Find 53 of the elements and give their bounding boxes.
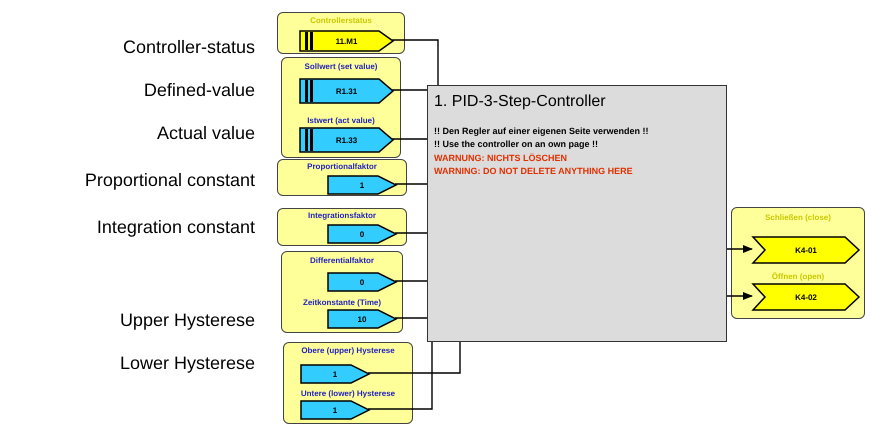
- connector: [395, 280, 427, 282]
- signal-panel: [277, 208, 407, 246]
- block-title: 1. PID-3-Step-Controller: [434, 93, 606, 111]
- connector: [392, 138, 427, 140]
- input-tag: 0: [328, 225, 396, 243]
- input-tag: 1: [301, 401, 369, 419]
- signal-heading: Proportionalfaktor: [306, 162, 378, 172]
- signal-heading: Integrationsfaktor: [306, 211, 377, 221]
- connector: [395, 317, 427, 319]
- connector: [727, 292, 753, 300]
- input-tag: 10: [328, 310, 396, 328]
- signal-heading: Differentialfaktor: [308, 256, 375, 266]
- connector: [392, 89, 427, 91]
- signal-heading: Öffnen (open): [770, 272, 826, 282]
- signal-panel: [731, 207, 865, 319]
- controller-block: [427, 85, 727, 342]
- signal-label: Upper Hysterese: [120, 309, 255, 331]
- signal-panel: [283, 342, 413, 424]
- connector: [392, 39, 439, 85]
- input-tag: 1: [328, 176, 396, 194]
- input-tag: 0: [328, 273, 396, 291]
- connector: [395, 183, 427, 185]
- warning-text: WARNUNG: NICHTS LÖSCHEN: [434, 153, 567, 163]
- signal-label: Proportional constant: [84, 169, 255, 191]
- connector: [395, 232, 427, 234]
- signal-heading: Obere (upper) Hysterese: [300, 346, 396, 356]
- output-tag: K4-01: [753, 237, 859, 263]
- signal-panel: [281, 251, 403, 333]
- signal-label: Lower Hysterese: [120, 352, 255, 374]
- signal-panel: [281, 57, 401, 158]
- signal-label: Controller-status: [122, 36, 255, 58]
- input-tag: R1.33: [300, 128, 393, 152]
- signal-heading: Controllerstatus: [309, 16, 373, 26]
- signal-heading: Untere (lower) Hysterese: [300, 389, 396, 399]
- connector: [727, 245, 753, 253]
- signal-heading: Zeitkonstante (Time): [302, 298, 382, 308]
- note-text: !! Use the controller on an own page !!: [434, 139, 598, 149]
- output-tag: K4-02: [753, 284, 859, 310]
- signal-panel: [277, 12, 405, 54]
- warning-text: WARNING: DO NOT DELETE ANYTHING HERE: [434, 166, 633, 176]
- signal-label: Defined-value: [144, 79, 255, 101]
- input-tag: R1.31: [300, 79, 393, 103]
- signal-heading: Istwert (act value): [306, 116, 376, 126]
- note-text: !! Den Regler auf einer eigenen Seite verwenden !!: [434, 126, 649, 136]
- connector: [368, 342, 461, 374]
- input-tag: 11.M1: [300, 31, 393, 51]
- signal-panel: [277, 159, 407, 196]
- input-tag: 1: [301, 365, 369, 383]
- signal-label: Integration constant: [96, 216, 255, 238]
- signal-label: Actual value: [156, 122, 255, 144]
- connector: [368, 342, 433, 410]
- signal-heading: Schließen (close): [764, 213, 832, 223]
- signal-heading: Sollwert (set value): [304, 62, 378, 72]
